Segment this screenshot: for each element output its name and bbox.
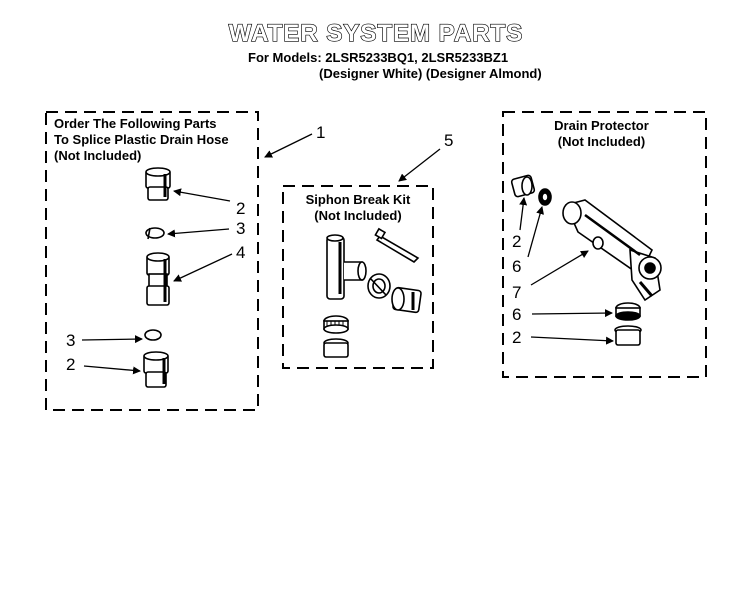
connector-tube [146,252,170,306]
callout-5: 5 [444,131,454,150]
drain-protector-bottom-cap [614,325,642,346]
siphon-cap [323,338,349,358]
arrow-left-2b [83,365,141,375]
siphon-ring [323,315,349,334]
siphon-coupling [391,286,422,314]
variants-line: (Designer White) (Designer Almond) [319,66,542,81]
arrow-left-4 [173,253,233,282]
left-box-line1: Order The Following Parts [54,116,217,131]
siphon-nut [367,273,391,299]
arrow-right-2a [519,197,528,231]
callout-right-7: 7 [512,283,522,302]
siphon-tee [326,234,367,300]
clamp-top [145,227,165,240]
arrow-right-6b [531,309,613,318]
arrow-right-2b [530,336,614,345]
drain-protector-body [562,199,662,302]
right-box-heading: Drain Protector (Not Included) [503,118,700,150]
callout-left-2b: 2 [66,355,76,374]
right-box-line1: Drain Protector [554,118,649,133]
callout-left-3b: 3 [66,331,76,350]
arrow-right-6a [527,206,544,258]
left-box-line2: To Splice Plastic Drain Hose [54,132,229,147]
drain-protector-grommet [615,302,641,321]
drain-protector-ring [538,188,552,206]
callout-right-2b: 2 [512,328,522,347]
middle-box-line2: (Not Included) [314,208,402,223]
middle-box-heading: Siphon Break Kit (Not Included) [283,192,433,224]
arrow-1 [264,133,313,158]
right-dashed-box [502,111,707,378]
callout-right-6a: 6 [512,257,522,276]
drain-protector-cap [510,174,536,198]
callout-left-3a: 3 [236,219,246,238]
arrow-right-7 [530,250,589,286]
left-dashed-box [45,111,259,411]
callout-1: 1 [316,123,326,142]
coupling-top [145,167,171,201]
middle-dashed-box [282,185,434,369]
right-box-line2: (Not Included) [557,134,646,149]
middle-box-line1: Siphon Break Kit [305,192,411,207]
left-box-line3: (Not Included) [54,148,142,163]
siphon-strap [374,227,420,264]
callout-left-2a: 2 [236,199,246,218]
callout-right-2a: 2 [512,232,522,251]
callout-right-6b: 6 [512,305,522,324]
clamp-bottom [144,329,162,341]
callout-left-4: 4 [236,243,246,262]
arrow-5 [398,148,441,182]
models-line: For Models: 2LSR5233BQ1, 2LSR5233BZ1 [248,50,509,65]
arrow-left-3a [167,228,230,238]
coupling-bottom [143,351,169,388]
left-box-heading: Order The Following Parts To Splice Plas… [54,116,229,164]
arrow-left-2a [173,188,231,202]
diagram-title: WATER SYSTEM PARTS [228,19,524,47]
arrow-left-3b [81,335,143,344]
